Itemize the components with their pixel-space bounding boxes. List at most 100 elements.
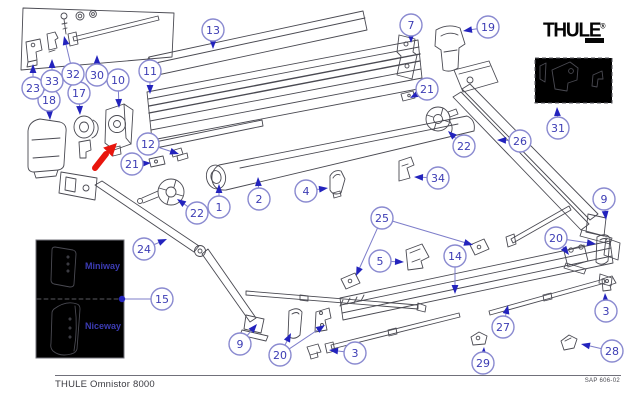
- svg-text:4: 4: [303, 185, 310, 198]
- svg-text:19: 19: [481, 21, 495, 34]
- callout-19: 19: [463, 15, 500, 39]
- svg-text:10: 10: [111, 74, 125, 87]
- svg-text:17: 17: [72, 87, 86, 100]
- svg-text:27: 27: [496, 321, 510, 334]
- svg-text:34: 34: [431, 172, 445, 185]
- svg-text:20: 20: [549, 232, 563, 245]
- callout-18: 18: [37, 88, 61, 120]
- callout-31: 31: [546, 107, 570, 140]
- part-17-crank-knob: [73, 115, 99, 159]
- callout-layer: 1245799101112131415171819202021212222232…: [21, 13, 624, 375]
- svg-text:26: 26: [513, 135, 527, 148]
- svg-text:21: 21: [420, 83, 434, 96]
- callout-22: 22: [448, 131, 476, 158]
- rafter-tube: [245, 290, 427, 313]
- svg-text:25: 25: [375, 212, 389, 225]
- part-4-bracket: [329, 170, 346, 199]
- part-20-bracket-right: [563, 244, 589, 275]
- svg-text:14: 14: [448, 250, 462, 263]
- part-3-latch-right: [601, 275, 617, 292]
- hardware-panel: [20, 7, 175, 71]
- brand-wordmark: THULE: [543, 19, 602, 42]
- part-7-mount-bracket: [396, 34, 418, 80]
- callout-13: 13: [201, 18, 225, 49]
- part-25-clip-a: [340, 272, 361, 290]
- callout-29: 29: [471, 347, 495, 375]
- callout-9: 9: [592, 187, 616, 220]
- callout-33: 33: [40, 59, 64, 93]
- doc-code: SAP 606-02: [584, 378, 620, 384]
- part-28-bracket: [560, 334, 578, 351]
- callout-10: 10: [106, 68, 130, 108]
- svg-text:30: 30: [90, 69, 104, 82]
- callout-9: 9: [228, 324, 257, 356]
- callout-1: 1: [207, 184, 231, 219]
- callout-3: 3: [329, 341, 367, 365]
- svg-text:32: 32: [66, 68, 80, 81]
- part-20-cover-right: [595, 234, 611, 265]
- svg-text:23: 23: [26, 82, 40, 95]
- callout-32: 32: [61, 36, 85, 86]
- callout-4: 4: [294, 179, 328, 203]
- part-30-rod-and-washers: [67, 10, 160, 47]
- svg-text:11: 11: [143, 65, 157, 78]
- callout-3: 3: [594, 293, 618, 323]
- callout-11: 11: [138, 59, 162, 94]
- callout-5: 5: [368, 249, 404, 273]
- callout-2: 2: [247, 177, 271, 211]
- part-25-clip-b: [469, 238, 490, 256]
- svg-text:24: 24: [137, 243, 151, 256]
- part-13-cassette-lid: [147, 10, 368, 77]
- callout-27: 27: [491, 305, 515, 339]
- part-23-lock-bracket: [25, 38, 43, 68]
- part-27-rafter-arm-right: [488, 273, 613, 316]
- remote-options-inset: [35, 239, 125, 359]
- part-12-clamp-strip: [149, 119, 264, 162]
- footer-rule: [55, 375, 621, 376]
- part-5-bracket: [405, 243, 430, 271]
- brand-logo-bar: [585, 38, 604, 43]
- svg-text:3: 3: [603, 305, 610, 318]
- svg-text:20: 20: [273, 349, 287, 362]
- part-21-clip-left: [148, 155, 166, 168]
- callout-25: 25: [356, 206, 473, 276]
- svg-text:15: 15: [155, 293, 169, 306]
- part-21-clip-right: [400, 90, 416, 102]
- callout-30: 30: [85, 55, 109, 87]
- part-31-spares-kit: [534, 57, 613, 104]
- callout-21: 21: [120, 152, 151, 176]
- svg-text:5: 5: [377, 255, 384, 268]
- svg-text:22: 22: [190, 207, 204, 220]
- callout-34: 34: [414, 166, 450, 190]
- registered-mark: ®: [600, 22, 606, 31]
- callout-26: 26: [497, 129, 532, 153]
- callout-7: 7: [399, 13, 423, 43]
- svg-text:31: 31: [551, 122, 565, 135]
- red-arrow-marker: [92, 143, 117, 171]
- part-22-roller-endcap-right: [425, 106, 459, 132]
- svg-text:9: 9: [601, 193, 608, 206]
- svg-text:1: 1: [216, 201, 223, 214]
- part-11-cassette-profile: [146, 39, 424, 141]
- svg-text:18: 18: [42, 94, 56, 107]
- svg-text:29: 29: [476, 357, 490, 370]
- niceway-option-label: Niceway: [85, 321, 122, 331]
- page-title: THULE Omnistor 8000: [55, 379, 155, 390]
- miniway-option-label: Miniway: [85, 261, 121, 271]
- thule-logo: THULE®: [543, 19, 606, 43]
- callout-14: 14: [443, 244, 467, 294]
- callout-12: 12: [136, 132, 179, 156]
- part-19-arm-cover: [434, 25, 466, 72]
- svg-text:9: 9: [237, 338, 244, 351]
- callout-15: 15: [118, 287, 174, 311]
- part-33-bracket: [46, 31, 59, 53]
- part-3-block-left: [306, 343, 322, 360]
- part-24-folding-arm-left: [58, 171, 257, 323]
- svg-text:12: 12: [141, 138, 155, 151]
- part-10-gearbox: [104, 103, 134, 157]
- callout-21: 21: [410, 77, 439, 101]
- svg-text:7: 7: [408, 19, 415, 32]
- callout-24: 24: [132, 237, 167, 261]
- svg-text:21: 21: [125, 158, 139, 171]
